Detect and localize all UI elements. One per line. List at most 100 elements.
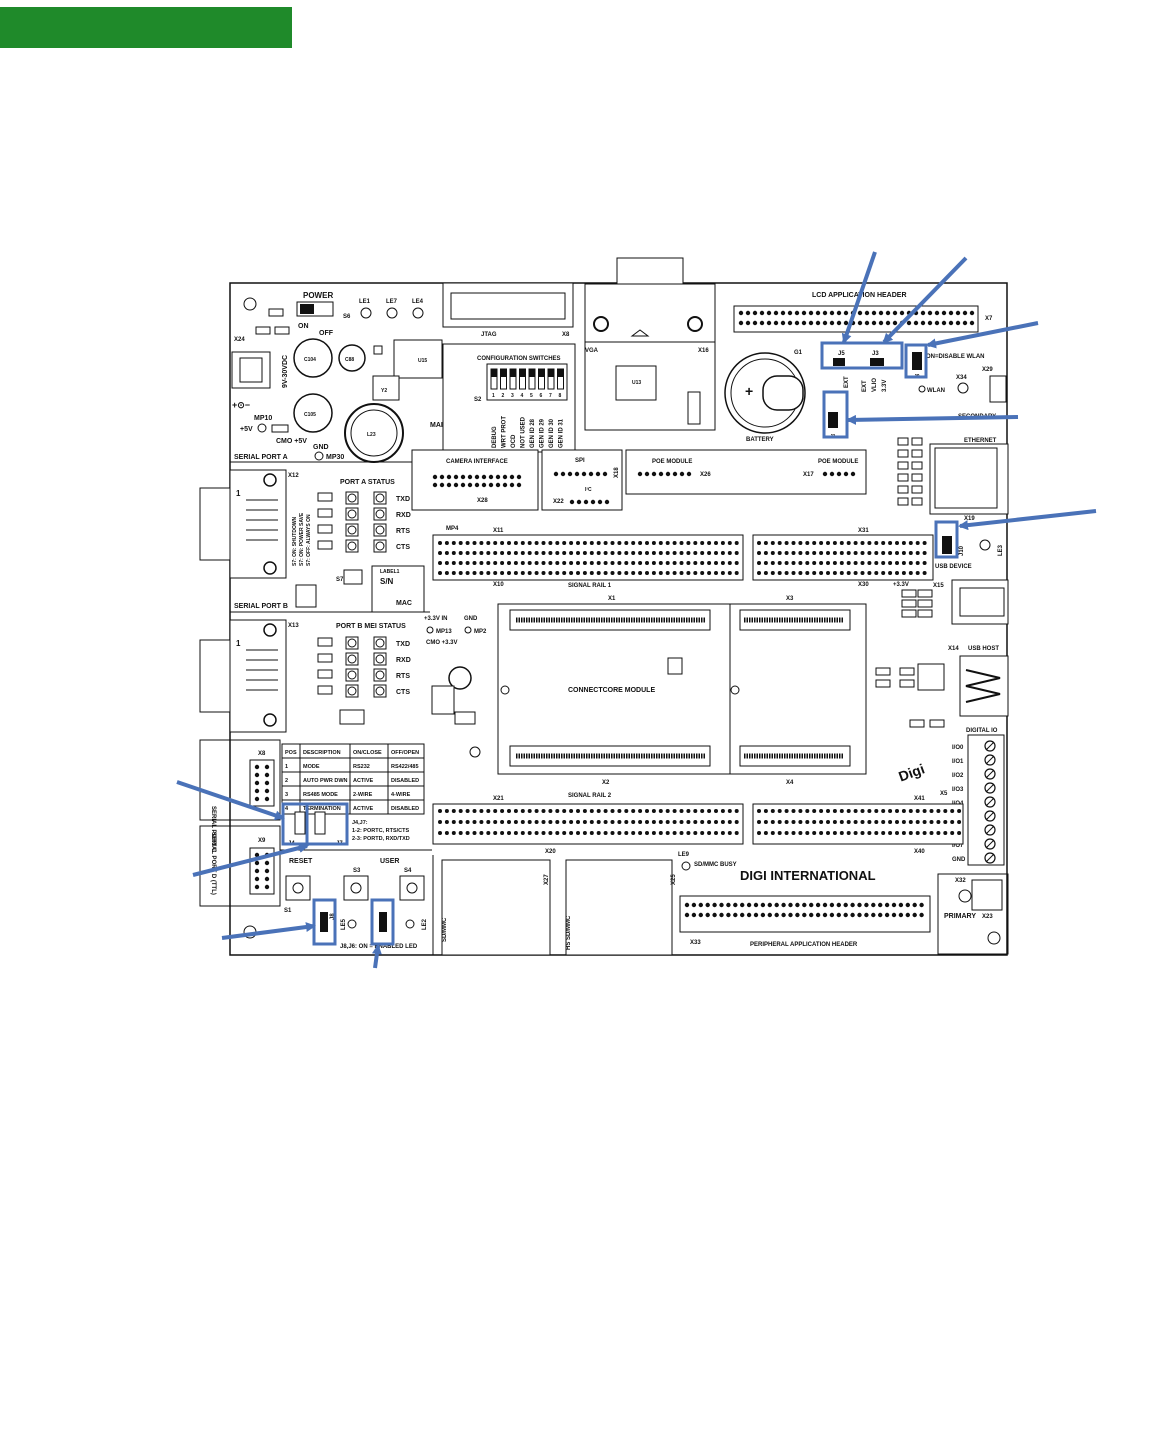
svg-text:PRIMARY: PRIMARY <box>944 913 976 920</box>
svg-text:CAMERA INTERFACE: CAMERA INTERFACE <box>446 459 508 465</box>
signal-rail-2-section: X21 SIGNAL RAIL 2 X20 X41 X40 <box>432 793 964 855</box>
svg-text:X1: X1 <box>608 596 616 602</box>
svg-text:S4: S4 <box>404 868 412 874</box>
svg-text:4: 4 <box>521 393 524 399</box>
svg-text:S7: S7 <box>336 577 344 583</box>
svg-text:EXT: EXT <box>844 376 850 388</box>
table-header-cell: DESCRIPTION <box>303 750 341 756</box>
svg-text:X7: X7 <box>985 316 993 322</box>
user-button-1 <box>343 875 369 901</box>
capacitor-c105 <box>293 393 333 433</box>
svg-text:SPI: SPI <box>575 458 585 464</box>
arrow-j4 <box>176 780 285 821</box>
svg-text:G1: G1 <box>794 350 803 356</box>
green-header-banner <box>0 7 292 48</box>
svg-text:ON: ON <box>298 323 309 330</box>
table-cell: AUTO PWR DWN <box>303 778 348 784</box>
ic-u15 <box>393 339 443 379</box>
svg-text:EXT: EXT <box>862 380 868 392</box>
svg-text:SERIAL PORT D (TTL): SERIAL PORT D (TTL) <box>210 832 216 895</box>
sdmmc-slot <box>441 859 551 956</box>
svg-text:X25: X25 <box>671 874 677 885</box>
svg-text:X24: X24 <box>234 337 245 343</box>
svg-text:X40: X40 <box>914 849 925 855</box>
svg-text:S7: ON: POWER SAVE: S7: ON: POWER SAVE <box>299 512 305 566</box>
svg-text:X13: X13 <box>288 623 299 629</box>
svg-text:MP13: MP13 <box>436 629 452 635</box>
svg-text:PORT A STATUS: PORT A STATUS <box>340 479 395 486</box>
svg-text:X16: X16 <box>698 348 709 354</box>
svg-text:L23: L23 <box>367 432 376 438</box>
svg-text:+⊙−: +⊙− <box>232 400 250 410</box>
svg-text:BATTERY: BATTERY <box>746 437 774 443</box>
svg-text:USB DEVICE: USB DEVICE <box>935 564 972 570</box>
lcd-header-section: LCD APPLICATION HEADER X7 <box>733 292 993 333</box>
svg-text:POE MODULE: POE MODULE <box>818 459 858 465</box>
svg-text:6: 6 <box>540 393 543 399</box>
table-cell: RS422/485 <box>391 764 419 770</box>
svg-text:X11: X11 <box>493 528 504 534</box>
right-components: X14 USB HOST DIGITAL IO I/O0I/O1I/O2I/O3… <box>875 589 1009 866</box>
svg-text:WLAN: WLAN <box>927 388 945 394</box>
table-cell: RS232 <box>353 764 370 770</box>
svg-text:I²C: I²C <box>585 487 592 493</box>
svg-text:3: 3 <box>511 393 514 399</box>
svg-text:C88: C88 <box>345 357 354 363</box>
svg-text:X17: X17 <box>803 472 814 478</box>
svg-text:MP2: MP2 <box>474 629 487 635</box>
io-label: I/O1 <box>952 759 964 765</box>
arrow-j1 <box>846 414 1019 425</box>
svg-text:+: + <box>745 383 753 399</box>
svg-text:J8: J8 <box>330 913 336 920</box>
svg-text:CONNECTCORE MODULE: CONNECTCORE MODULE <box>568 687 655 694</box>
svg-text:X15: X15 <box>933 583 944 589</box>
status-label: RXD <box>396 657 411 664</box>
ethernet-section: ETHERNET X19 <box>897 437 1009 522</box>
highlight-j6 <box>370 898 395 946</box>
table-cell: 2-WIRE <box>353 792 373 798</box>
capacitor-c88 <box>338 344 366 372</box>
svg-text:ON=DISABLE WLAN: ON=DISABLE WLAN <box>926 354 985 360</box>
table-header-cell: OFF/OPEN <box>391 750 419 756</box>
svg-text:S1: S1 <box>284 908 292 914</box>
table-cell: MODE <box>303 764 320 770</box>
arrow-j6 <box>371 944 382 969</box>
status-label: RTS <box>396 528 410 535</box>
signal-rail-2-left <box>432 803 744 845</box>
jtag-header <box>442 282 574 328</box>
arrow-j3 <box>882 256 968 344</box>
highlight-j9 <box>904 343 928 379</box>
svg-text:X26: X26 <box>700 472 711 478</box>
svg-text:S2: S2 <box>474 397 482 403</box>
ic-u13 <box>615 365 657 401</box>
svg-text:MP4: MP4 <box>446 526 459 532</box>
arrow-j7 <box>192 843 309 877</box>
dip-switch-s2 <box>486 363 568 401</box>
svg-text:CONFIGURATION SWITCHES: CONFIGURATION SWITCHES <box>477 356 561 362</box>
svg-text:POE MODULE: POE MODULE <box>652 459 692 465</box>
svg-text:HS SD/MMC: HS SD/MMC <box>566 915 572 950</box>
svg-text:5: 5 <box>530 393 533 399</box>
status-label: TXD <box>396 496 410 503</box>
svg-text:ETHERNET: ETHERNET <box>964 438 997 444</box>
table-cell: 4 <box>285 806 289 812</box>
svg-text:J6: J6 <box>381 913 387 920</box>
svg-text:X23: X23 <box>982 914 993 920</box>
svg-text:7: 7 <box>549 393 552 399</box>
svg-text:X32: X32 <box>955 878 966 884</box>
arrow-j10 <box>958 509 1097 531</box>
svg-text:+5V: +5V <box>240 426 253 433</box>
config-switch-label: DEBUG <box>492 426 498 448</box>
pointer-arrows <box>176 251 1097 969</box>
io-label: I/O2 <box>952 773 964 779</box>
svg-text:S7: OFF: ALWAYS ON: S7: OFF: ALWAYS ON <box>306 514 312 566</box>
db9-port-a <box>229 469 287 579</box>
svg-text:X33: X33 <box>690 940 701 946</box>
svg-text:GND: GND <box>313 444 329 451</box>
svg-text:C105: C105 <box>304 412 316 418</box>
svg-text:DIGI INTERNATIONAL: DIGI INTERNATIONAL <box>740 868 876 883</box>
svg-text:MAC: MAC <box>396 600 412 607</box>
sn-mac-label <box>371 565 425 613</box>
